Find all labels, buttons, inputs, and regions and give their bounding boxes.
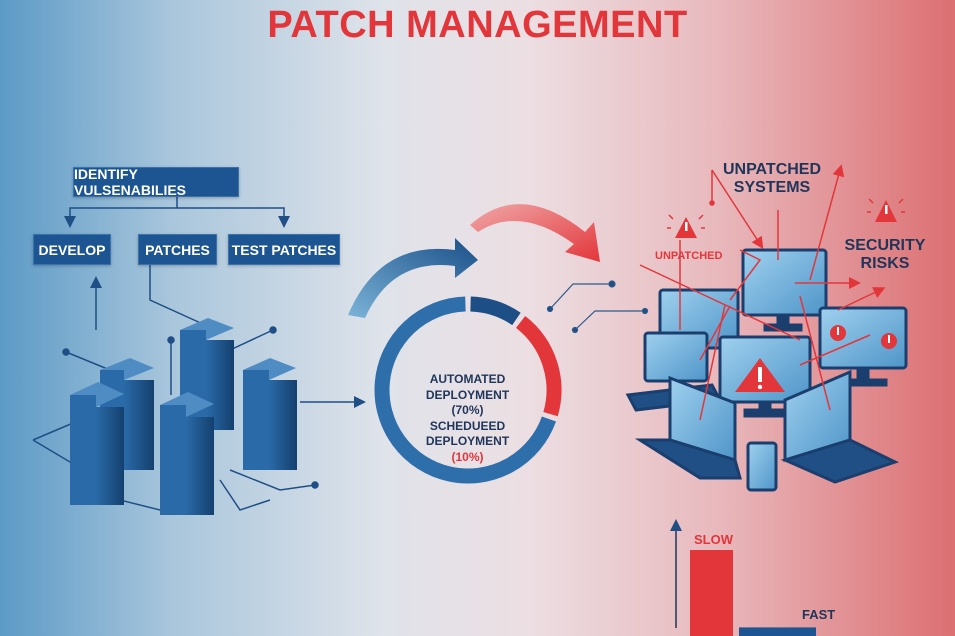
donut-label-line: SCHEDUEED (429, 418, 506, 433)
blue-curved-arrow (348, 238, 478, 318)
automated-percent: (70%) (451, 403, 484, 417)
donut-label-line: AUTOMATED (429, 372, 506, 386)
security-risks-line: RISKS (860, 255, 910, 272)
laptop-device (634, 375, 742, 480)
bar-label-fast: FAST (802, 607, 836, 622)
warning-icon-big (735, 358, 785, 392)
page-title: PATCH MANAGEMENT (267, 4, 688, 46)
bar-label-slow: SLOW (694, 532, 733, 547)
monitor-device (741, 248, 828, 332)
server-racks (70, 318, 297, 515)
donut-center-label: AUTOMATED DEPLOYMENT (70%) SCHEDUEED DEP… (410, 372, 525, 465)
donut-label-line: DEPLOYMENT (425, 387, 510, 402)
risk-arrows (639, 164, 886, 421)
laptop-device (780, 369, 899, 484)
unpatched-label: UNPATCHED (655, 250, 723, 262)
develop-box: DEVELOP (33, 234, 111, 265)
unpatched-systems-label: UNPATCHED SYSTEMS (722, 161, 822, 197)
donut-segment-other (515, 316, 562, 417)
speed-bar-chart (670, 519, 816, 636)
security-risks-label: SECURITY RISKS (840, 237, 930, 273)
donut-segment-scheduled (470, 296, 521, 326)
donut-label-line: DEPLOYMENT (425, 434, 510, 448)
alert-icon-unpatched (667, 214, 705, 238)
unpatched-systems-line: UNPATCHED (722, 161, 822, 178)
bar-slow (690, 550, 733, 636)
phone-device (746, 441, 778, 492)
server-rack (160, 392, 214, 515)
warning-icon-circle (881, 333, 897, 349)
patches-box: PATCHES (138, 234, 217, 265)
server-rack (243, 358, 297, 470)
flow-connectors (64, 196, 290, 330)
security-risks-line: SECURITY (844, 237, 926, 254)
deployment-donut (374, 296, 562, 484)
identify-vulnerabilities-box: IDENTIFY VULSENABILIES (73, 166, 239, 198)
scheduled-percent: (10%) (451, 449, 484, 464)
red-curved-arrow (470, 204, 600, 262)
server-rack (70, 382, 124, 505)
bar-fast (739, 627, 816, 636)
donut-segment-automated (374, 296, 557, 484)
warning-icon-circle (830, 325, 846, 341)
alert-icon-security (867, 198, 905, 222)
test-patches-box: TEST PATCHES (228, 234, 340, 265)
donut-connectors (546, 280, 649, 334)
unpatched-systems-line: SYSTEMS (733, 179, 811, 196)
